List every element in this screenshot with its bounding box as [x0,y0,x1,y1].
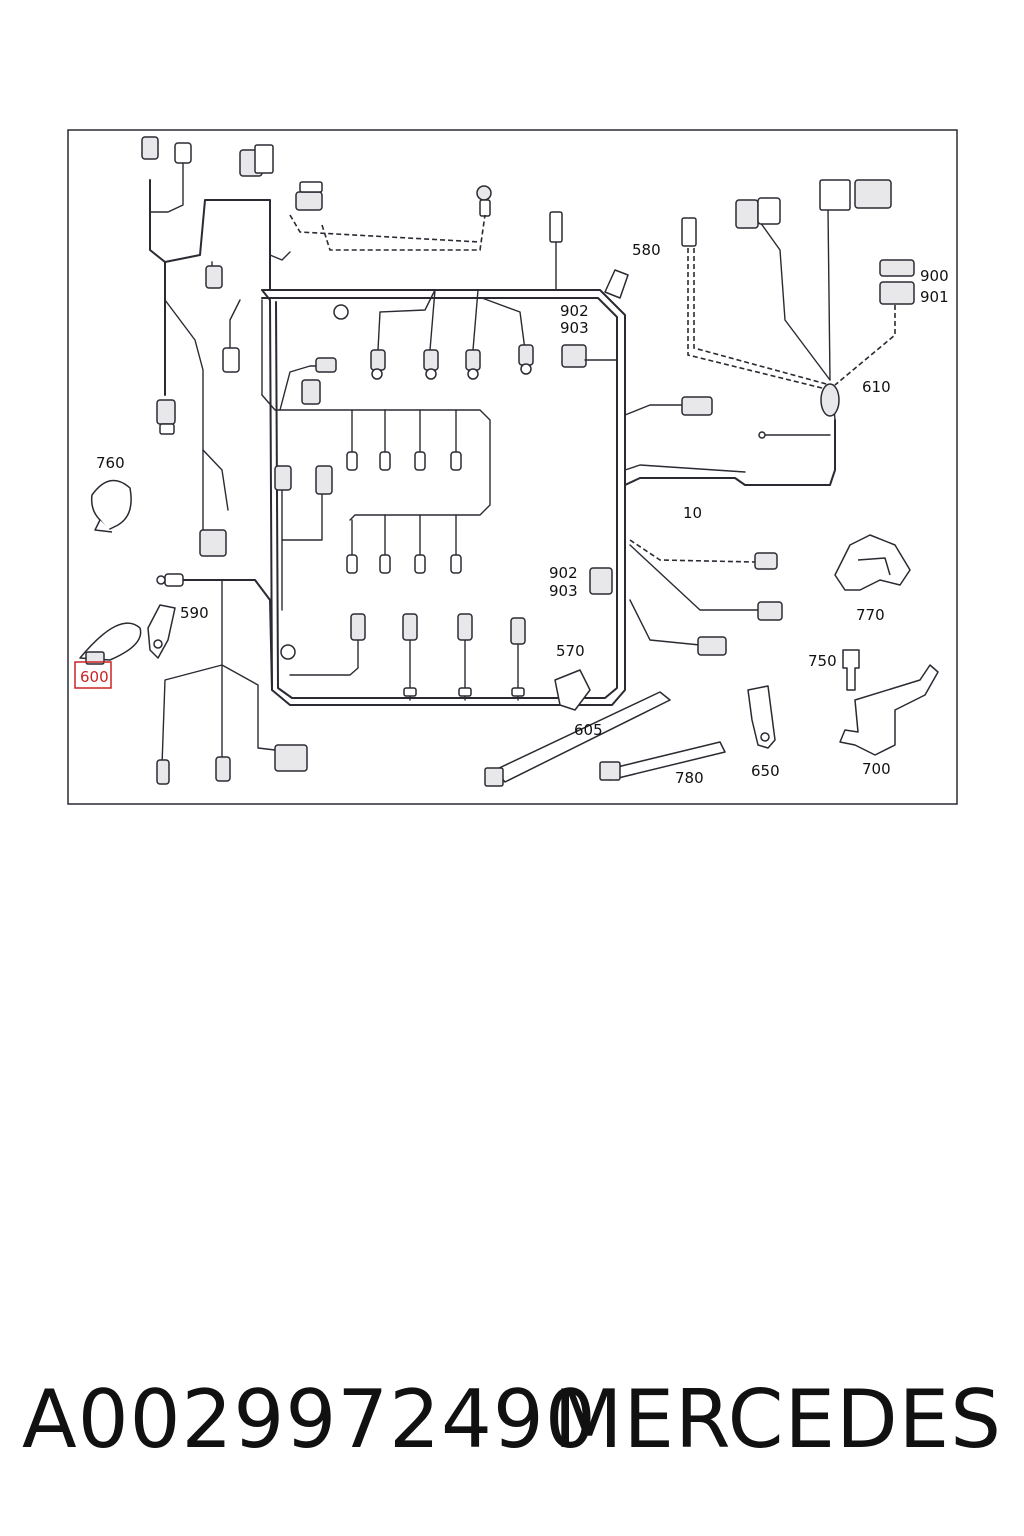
right-branches [561,344,836,656]
callout-600: 600 [80,668,109,686]
callout-labels: 580 900 901 902 903 610 760 10 902 903 5… [74,241,949,787]
top-left-connectors [141,136,492,435]
callout-900: 900 [920,267,949,285]
callout-770: 770 [856,606,885,624]
callout-700: 700 [862,760,891,778]
part-750-bolt [842,649,860,691]
part-700-bracket [839,664,939,756]
callout-902-bottom: 902 [549,564,578,582]
lower-injector-branches [280,613,526,701]
part-590-bracket [147,604,176,659]
callout-600-highlight-box [74,661,112,689]
diagram-frame [67,129,958,805]
loose-parts [79,479,939,787]
callout-605: 605 [574,721,603,739]
upper-injector-branches [301,289,534,405]
footer: A0029972490 MERCEDES [0,1365,1024,1475]
callout-902-top: 902 [560,302,589,320]
top-right-connectors [549,179,915,421]
callout-760: 760 [96,454,125,472]
part-760-clamp [90,479,132,531]
callout-650: 650 [751,762,780,780]
part-650-bracket [747,685,776,749]
left-harness [149,159,291,541]
lower-left-branch [156,573,308,785]
callout-590: 590 [180,604,209,622]
callout-901: 901 [920,288,949,306]
part-number: A0029972490 [22,1373,597,1466]
callout-780: 780 [675,769,704,787]
main-harness-loop [261,289,626,706]
middle-left-connectors [199,465,333,611]
callout-10: 10 [683,504,702,522]
callout-903-top: 903 [560,319,589,337]
callout-750: 750 [808,652,837,670]
middle-plug-rows [346,409,462,574]
part-600-strap [79,622,142,661]
callout-580: 580 [632,241,661,259]
callout-610: 610 [862,378,891,396]
callout-903-bottom: 903 [549,582,578,600]
brand-name: MERCEDES [553,1373,1002,1466]
part-780-cable-tie [604,741,726,781]
callout-570: 570 [556,642,585,660]
part-570-clip [554,669,591,711]
dashed-wires-top [289,214,896,391]
